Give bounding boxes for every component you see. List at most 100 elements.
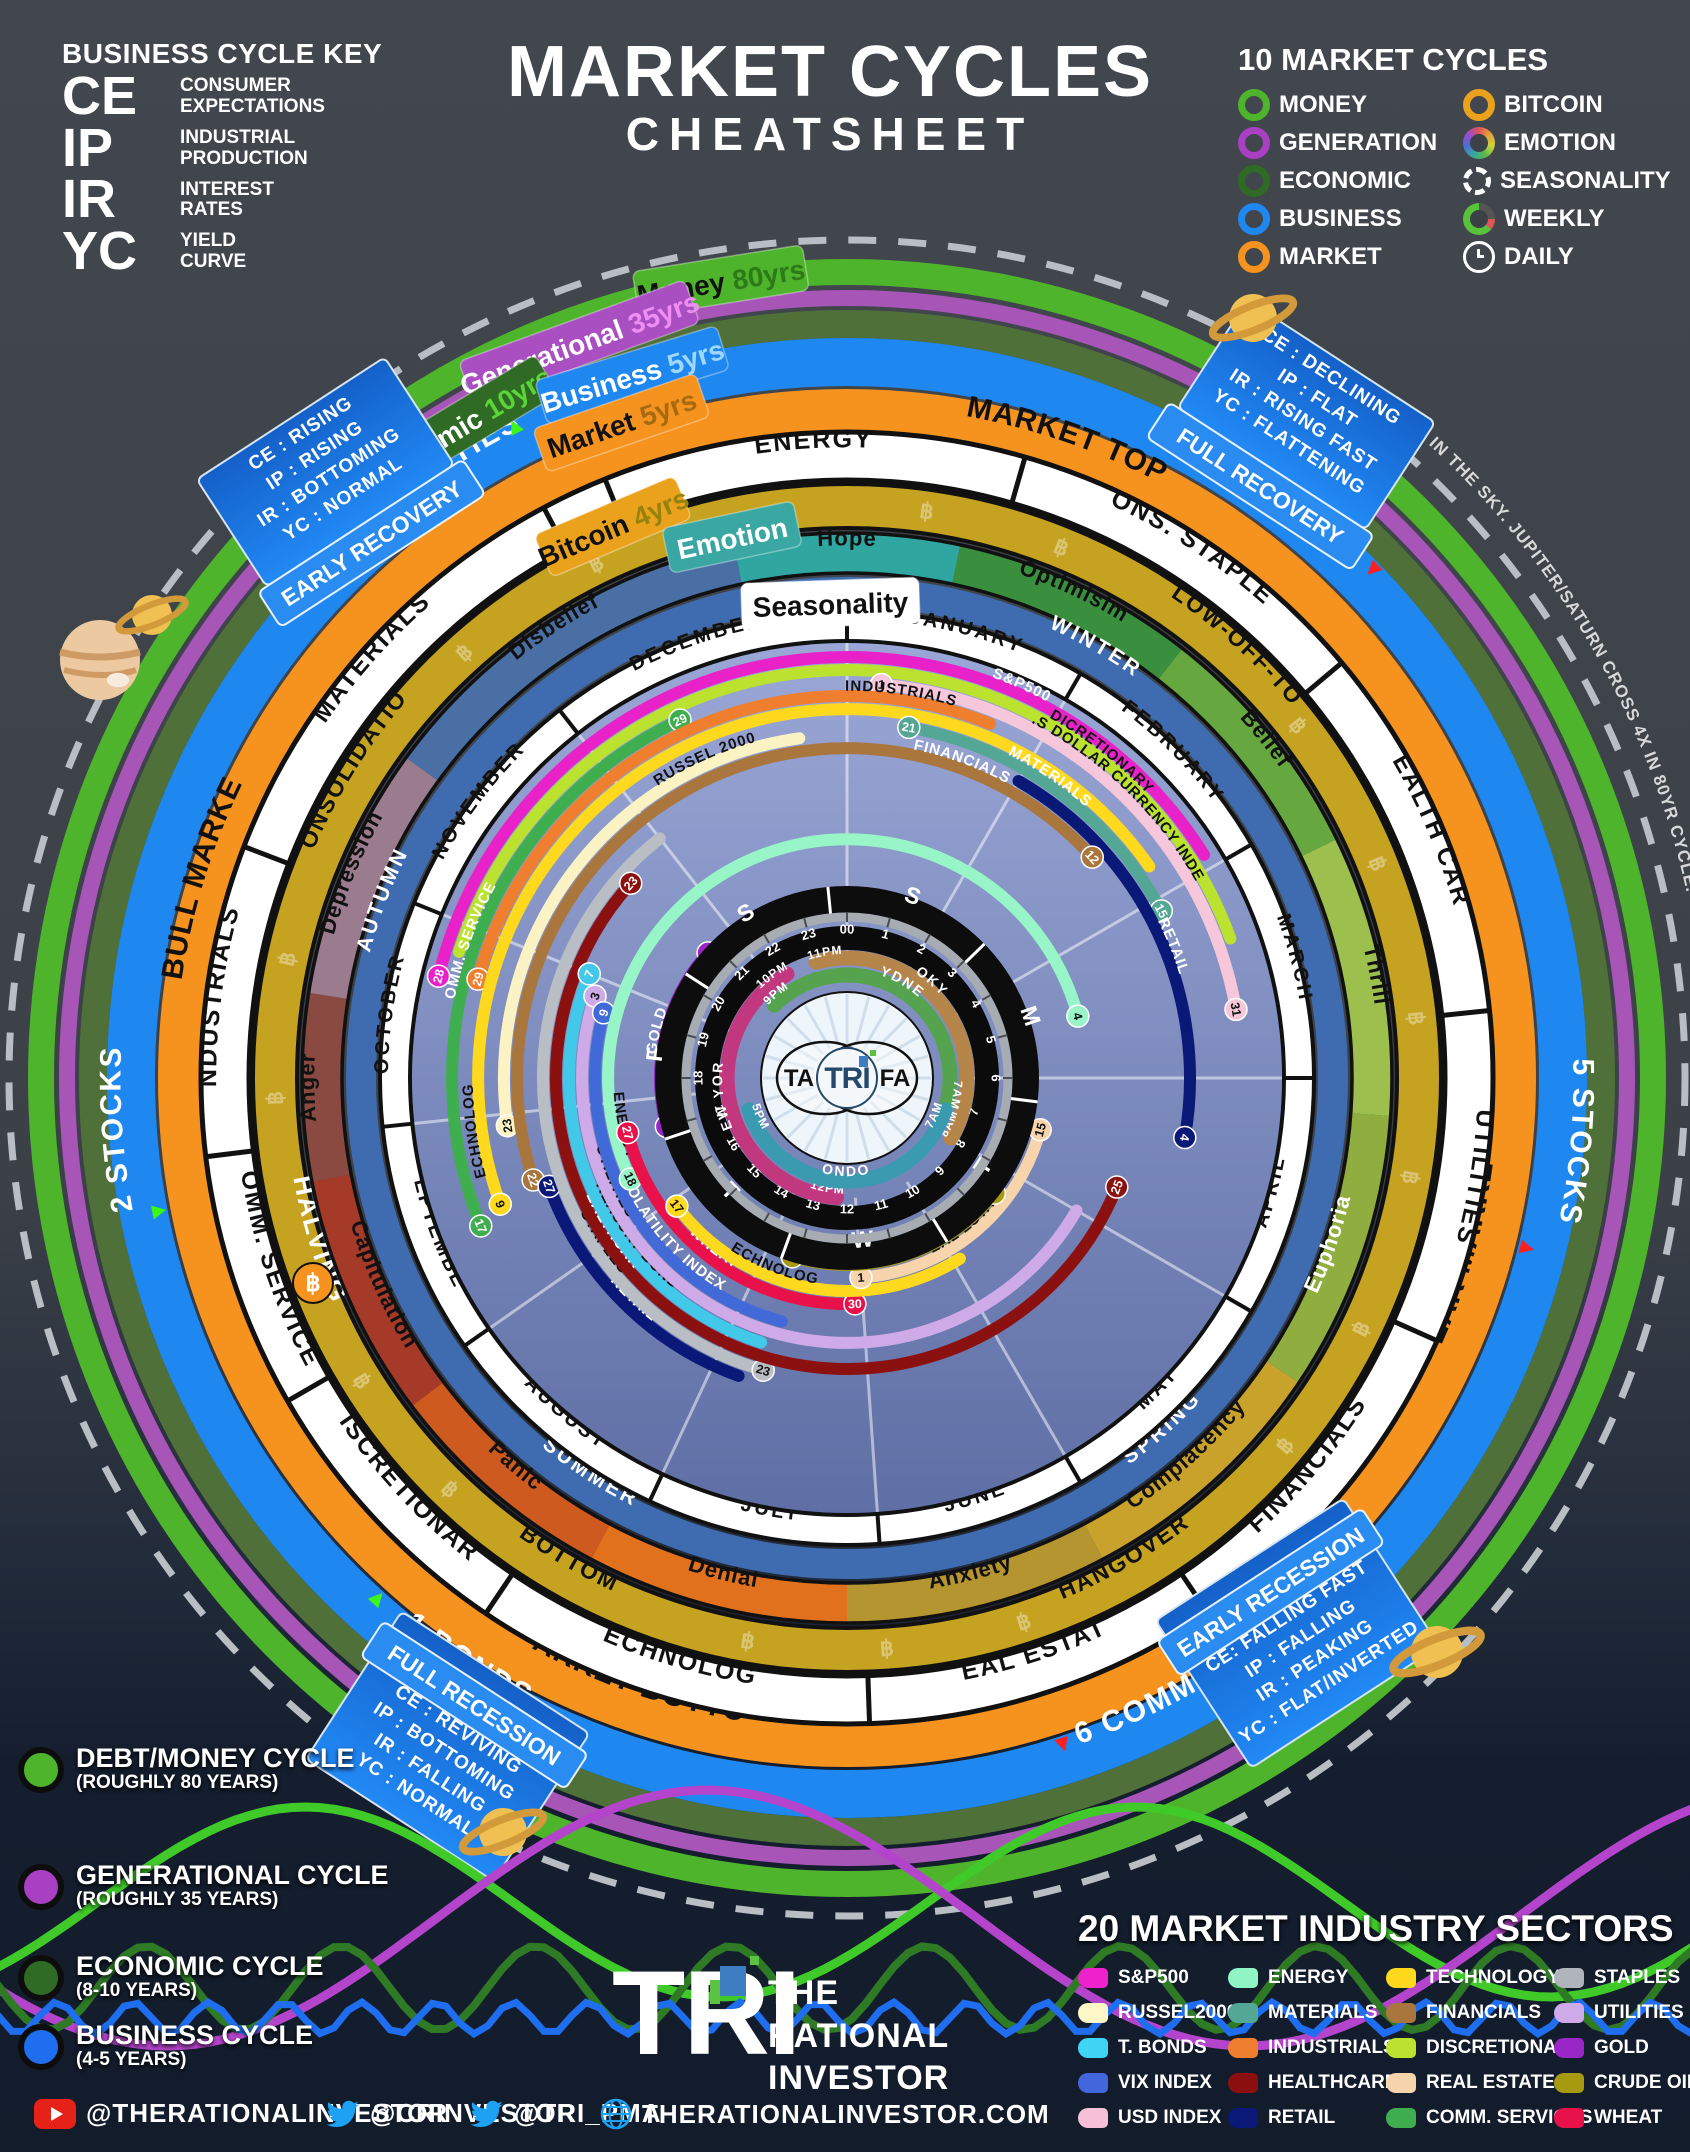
svg-text:18: 18 <box>621 1170 640 1189</box>
sector-swatch-icon <box>1386 1967 1416 1988</box>
cycle-legend-item-weekly: WEEKLY <box>1463 200 1678 238</box>
svg-text:฿: ฿ <box>879 1635 895 1661</box>
sector-legend-energy: ENERGY <box>1228 1960 1386 1995</box>
cycle-dot-icon <box>18 1864 64 1910</box>
svg-text:฿: ฿ <box>1397 1168 1424 1186</box>
social-therationalinvestor[interactable]: @THERATIONALINVESTOR <box>34 2098 448 2129</box>
market-cycle-ring <box>158 389 1536 1767</box>
ring-tab-business: Business 5yrs <box>535 326 729 424</box>
sector-legend-retail: RETAIL <box>1228 2100 1386 2135</box>
cycle-legend-item-money: MONEY <box>1238 86 1463 124</box>
sector-swatch-icon <box>1228 2072 1258 2093</box>
hour-10: 10 <box>903 1181 923 1201</box>
svg-text:7: 7 <box>582 968 598 980</box>
svg-text:15: 15 <box>1032 1121 1049 1138</box>
session-time: 7AM <box>947 1080 965 1111</box>
cycle-legend-item-bitcoin: BITCOIN <box>1463 86 1678 124</box>
business-cycle-icon <box>1238 203 1270 235</box>
cycle-legend-item-seasonality: SEASONALITY <box>1463 162 1678 200</box>
key-title: BUSINESS CYCLE KEY <box>62 38 383 69</box>
svg-text:29: 29 <box>470 971 487 988</box>
sector-swatch-icon <box>1228 2107 1258 2128</box>
sector-legend-russel2000: RUSSEL2000 <box>1078 1995 1237 2030</box>
social-tripma[interactable]: @TRI_PMA <box>470 2098 661 2129</box>
wave-legend-debt-money-cycle: DEBT/MONEY CYCLE(ROUGHLY 80 YEARS) <box>18 1745 355 1794</box>
svg-text:9: 9 <box>596 1008 611 1018</box>
svg-text:4: 4 <box>1070 1011 1085 1021</box>
svg-text:฿: ฿ <box>273 950 300 969</box>
hour-11: 11 <box>873 1195 890 1213</box>
daily-cycle-icon <box>1463 241 1495 273</box>
svg-text:22: 22 <box>524 1171 542 1189</box>
svg-text:23: 23 <box>500 1118 516 1134</box>
tri-logo-blue-square <box>720 1966 746 1996</box>
economic-cycle-icon <box>1238 165 1270 197</box>
youtube-icon <box>34 2098 76 2129</box>
center-tri-logo: TRI <box>824 1062 869 1095</box>
cycle-legend-item-business: BUSINESS <box>1238 200 1463 238</box>
svg-text:1: 1 <box>857 1271 865 1285</box>
svg-text:28: 28 <box>430 968 447 985</box>
emotion-anger: Anger <box>294 1052 321 1123</box>
cycle-waves <box>0 1785 1690 2051</box>
svg-text:4: 4 <box>1177 1133 1192 1142</box>
svg-text:฿: ฿ <box>918 498 935 525</box>
tri-logo-text: TRI <box>612 1946 801 2080</box>
sector-swatch-icon <box>1078 2002 1108 2023</box>
svg-text:Seasonality: Seasonality <box>752 587 909 623</box>
sector-swatch-icon <box>1078 2107 1108 2128</box>
sector-swatch-icon <box>1386 2107 1416 2128</box>
sector-legend-s-p500: S&P500 <box>1078 1960 1228 1995</box>
svg-text:1: 1 <box>877 678 885 693</box>
emotion-hope: Hope <box>817 525 878 551</box>
svg-text:฿: ฿ <box>305 1270 320 1297</box>
sector-swatch-icon <box>1078 2072 1108 2093</box>
cycles-legend-title: 10 MARKET CYCLES <box>1238 42 1549 77</box>
sector-swatch-icon <box>1078 2037 1108 2058</box>
twitter-icon <box>326 2100 359 2127</box>
tri-logo-green-bar <box>710 1980 720 2004</box>
social-therationalinvestorcom[interactable]: THERATIONALINVESTOR.COM <box>600 2098 1050 2130</box>
wave-legend-generational-cycle: GENERATIONAL CYCLE(ROUGHLY 35 YEARS) <box>18 1862 389 1911</box>
sector-swatch-icon <box>1228 2002 1258 2023</box>
sector-legend-usd-index: USD INDEX <box>1078 2100 1228 2135</box>
sector-legend-materials: MATERIALS <box>1228 1995 1386 2030</box>
sector-legend-wheat: WHEAT <box>1554 2100 1684 2135</box>
sector-legend-staples: STAPLES <box>1554 1960 1684 1995</box>
tri-logo-green-square <box>750 1956 759 1965</box>
svg-text:31: 31 <box>1228 1001 1244 1017</box>
sector-legend-technology: TECHNOLOGY <box>1386 1960 1560 1995</box>
svg-text:฿: ฿ <box>1403 1010 1429 1027</box>
center-fa: FA <box>880 1065 911 1092</box>
weekday-5: F <box>641 1045 669 1063</box>
generation-cycle-icon <box>1238 127 1270 159</box>
hour-7: 7 <box>965 1106 981 1117</box>
svg-text:27: 27 <box>619 1124 636 1141</box>
cycle-dot-icon <box>18 2024 64 2070</box>
seasonality-cycle-icon <box>1463 167 1491 195</box>
cycle-legend-item-generation: GENERATION <box>1238 124 1463 162</box>
sector-legend-gold: GOLD <box>1554 2030 1684 2065</box>
sector-legend-crude-oil: CRUDE OIL <box>1554 2065 1690 2100</box>
money-cycle-ring <box>28 259 1666 1897</box>
market-cycle-icon <box>1238 241 1270 273</box>
globe-icon <box>600 2098 632 2130</box>
tri-logo: TRI <box>612 1946 801 2080</box>
money-cycle-icon <box>1238 89 1270 121</box>
sector-swatch-icon <box>1386 2037 1416 2058</box>
bitcoin-cycle-icon <box>1463 89 1495 121</box>
center-ta: TA <box>784 1065 814 1092</box>
svg-text:27: 27 <box>540 1178 558 1196</box>
sector-swatch-icon <box>1554 2072 1584 2093</box>
sector-legend-utilities: UTILITIES <box>1554 1995 1684 2030</box>
svg-text:17: 17 <box>471 1217 489 1235</box>
